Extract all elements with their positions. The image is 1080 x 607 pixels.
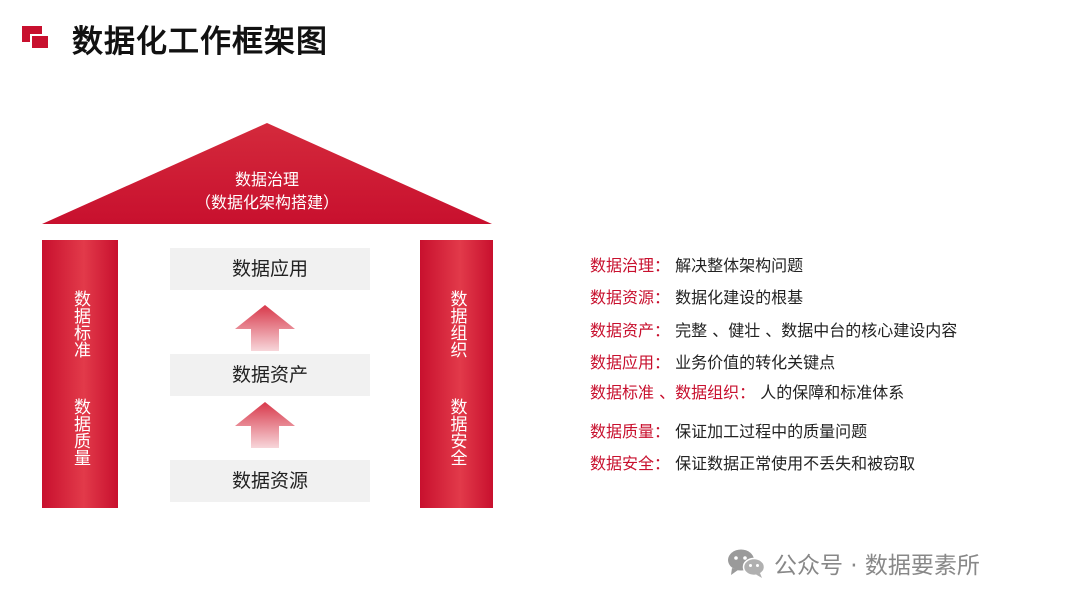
legend-key: 数据安全： bbox=[590, 454, 671, 473]
legend-value: 数据化建设的根基 bbox=[675, 288, 804, 307]
stack-box-application: 数据应用 bbox=[170, 248, 370, 290]
left-pillar-top-label: 数据标准 bbox=[70, 290, 90, 358]
legend-value: 人的保障和标准体系 bbox=[760, 383, 905, 402]
legend-key: 数据应用： bbox=[590, 353, 671, 372]
stack-box-resource: 数据资源 bbox=[170, 460, 370, 502]
legend-value: 保证数据正常使用不丢失和被窃取 bbox=[675, 454, 916, 473]
left-pillar: 数据标准 数据质量 bbox=[42, 240, 118, 508]
legend-value: 保证加工过程中的质量问题 bbox=[675, 422, 868, 441]
right-pillar: 数据组织 数据安全 bbox=[420, 240, 493, 508]
legend-key: 数据治理： bbox=[590, 256, 671, 275]
left-pillar-bottom-label: 数据质量 bbox=[70, 398, 90, 466]
up-arrow-icon bbox=[235, 305, 295, 351]
legend-value: 完整 、健壮 、数据中台的核心建设内容 bbox=[675, 321, 958, 340]
legend-item: 数据资产： 完整 、健壮 、数据中台的核心建设内容 bbox=[590, 317, 957, 341]
legend-item: 数据安全： 保证数据正常使用不丢失和被窃取 bbox=[590, 450, 915, 474]
legend-item: 数据质量： 保证加工过程中的质量问题 bbox=[590, 418, 867, 442]
legend-key: 数据资产： bbox=[590, 321, 671, 340]
legend-key: 数据资源： bbox=[590, 288, 671, 307]
footer-text: 公众号 · 数据要素所 bbox=[774, 553, 980, 579]
roof-triangle bbox=[42, 123, 492, 224]
wechat-icon bbox=[728, 549, 766, 578]
title-logo-icon bbox=[22, 26, 52, 50]
legend-item: 数据资源： 数据化建设的根基 bbox=[590, 284, 803, 308]
footer-watermark: 公众号 · 数据要素所 bbox=[726, 545, 980, 581]
up-arrow-icon bbox=[235, 402, 295, 448]
right-pillar-top-label: 数据组织 bbox=[446, 290, 467, 358]
page-title: 数据化工作框架图 bbox=[72, 24, 328, 60]
legend-key: 数据标准 、数据组织： bbox=[590, 383, 756, 402]
legend-key: 数据质量： bbox=[590, 422, 671, 441]
legend-item: 数据应用： 业务价值的转化关键点 bbox=[590, 349, 835, 373]
legend-value: 业务价值的转化关键点 bbox=[675, 353, 836, 372]
legend-item: 数据标准 、数据组织： 人的保障和标准体系 bbox=[590, 379, 904, 403]
stack-box-asset: 数据资产 bbox=[170, 354, 370, 396]
legend-item: 数据治理： 解决整体架构问题 bbox=[590, 252, 803, 276]
roof-label: 数据治理 bbox=[234, 170, 299, 189]
roof-sublabel: （数据化架构搭建） bbox=[194, 193, 339, 212]
right-pillar-bottom-label: 数据安全 bbox=[446, 398, 467, 466]
legend-value: 解决整体架构问题 bbox=[675, 256, 804, 275]
